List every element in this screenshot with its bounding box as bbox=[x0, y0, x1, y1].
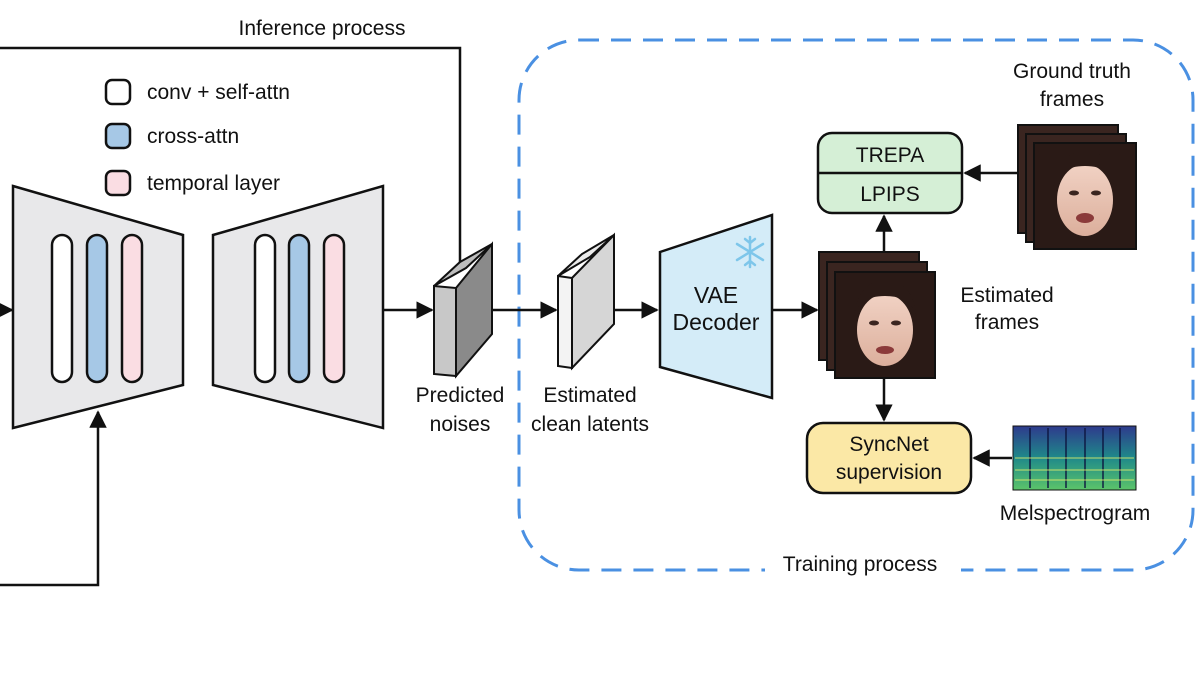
inference-loop-line bbox=[0, 46, 462, 262]
vae-label-line1: VAE bbox=[694, 282, 738, 308]
predicted-noises-block bbox=[433, 241, 493, 379]
condition-input-line bbox=[0, 410, 107, 587]
estimated-frames-stack bbox=[818, 251, 936, 379]
ground-truth-label-line2: frames bbox=[1040, 88, 1104, 111]
syncnet-box bbox=[805, 421, 973, 495]
encoder-cross-attn-block bbox=[85, 233, 109, 384]
decoder-conv-self-attn-block bbox=[253, 233, 277, 384]
inference-process-label: Inference process bbox=[239, 17, 406, 40]
syncnet-label-line2: supervision bbox=[836, 461, 942, 484]
legend-swatch-temporal bbox=[104, 169, 132, 197]
loss-box bbox=[816, 131, 964, 215]
decoder-temporal-block bbox=[322, 233, 346, 384]
training-process-label: Training process bbox=[783, 553, 937, 576]
vae-label-line2: Decoder bbox=[673, 309, 760, 335]
trepa-label: TREPA bbox=[856, 144, 924, 167]
melspectrogram-label: Melspectrogram bbox=[1000, 502, 1151, 525]
face-frame-icon bbox=[834, 271, 936, 379]
face-frame-icon bbox=[1033, 142, 1137, 250]
ground-truth-frames-stack bbox=[1017, 124, 1137, 250]
legend-swatch-conv bbox=[104, 78, 132, 106]
legend-label-conv: conv + self-attn bbox=[147, 81, 290, 104]
ground-truth-label-line1: Ground truth bbox=[1013, 60, 1131, 83]
lpips-label: LPIPS bbox=[860, 183, 920, 206]
legend-swatch-cross-attn bbox=[104, 122, 132, 150]
estimated-latents-label-line1: Estimated bbox=[543, 384, 636, 407]
legend-label-temporal: temporal layer bbox=[147, 172, 280, 195]
predicted-noises-label-line2: noises bbox=[430, 413, 491, 436]
encoder-temporal-block bbox=[120, 233, 144, 384]
encoder-conv-self-attn-block bbox=[50, 233, 74, 384]
spectrogram-icon bbox=[1012, 425, 1137, 491]
syncnet-label-line1: SyncNet bbox=[849, 433, 929, 456]
estimated-latents-label-line2: clean latents bbox=[531, 413, 649, 436]
snowflake-icon bbox=[735, 235, 765, 269]
estimated-frames-label-line1: Estimated bbox=[960, 284, 1053, 307]
vae-decoder bbox=[658, 213, 774, 400]
legend: conv + self-attn cross-attn temporal lay… bbox=[104, 78, 290, 197]
legend-label-cross-attn: cross-attn bbox=[147, 125, 239, 148]
estimated-frames-label-line2: frames bbox=[975, 311, 1039, 334]
predicted-noises-label-line1: Predicted bbox=[416, 384, 505, 407]
decoder-cross-attn-block bbox=[287, 233, 311, 384]
estimated-latents-block bbox=[557, 232, 615, 371]
